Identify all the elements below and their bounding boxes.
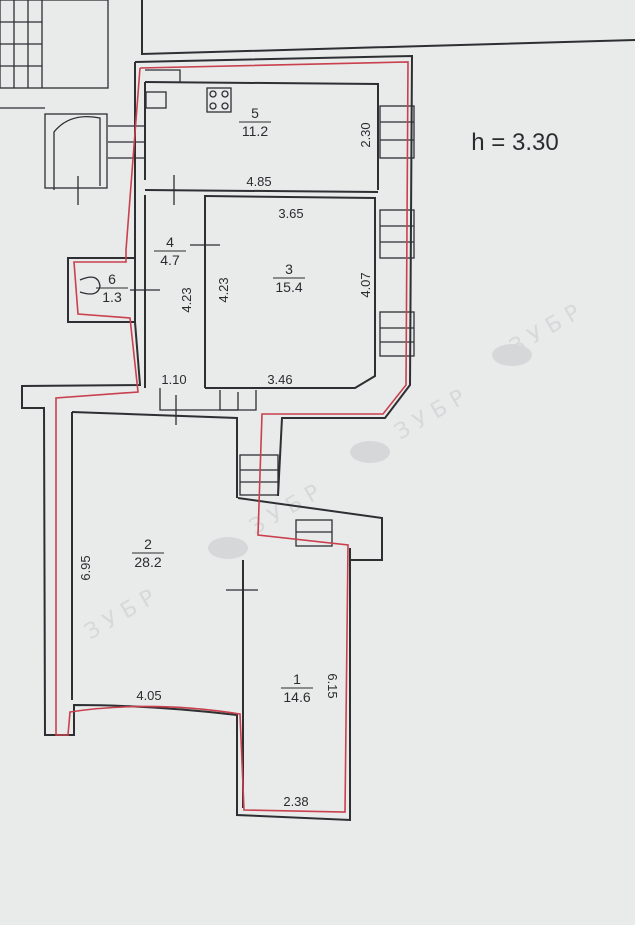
windows (108, 105, 415, 547)
exterior-walls (21, 54, 414, 822)
dimension-label: 6.15 (325, 673, 340, 698)
top-boundary-line (141, 0, 635, 56)
room-area: 15.4 (275, 279, 302, 295)
stove-icon (206, 87, 232, 113)
plan-labels: h = 3.30 1 14.6 2 28.2 3 15.4 4 4.7 5 11.2 6 1.3 4.85… (78, 105, 559, 809)
dimension-label: 2.30 (358, 122, 373, 147)
dimension-label: 2.38 (283, 794, 308, 809)
dimension-label: 4.85 (246, 174, 271, 189)
dimension-label: 1.10 (161, 372, 186, 387)
room-area: 28.2 (134, 554, 161, 570)
fixture-icon (53, 115, 101, 190)
room-number: 2 (144, 536, 152, 552)
dimension-label: 6.95 (78, 555, 93, 580)
room-number: 3 (285, 261, 293, 277)
interior-walls (144, 69, 379, 411)
door-marks (130, 175, 258, 591)
bison-logo-icon (208, 344, 532, 559)
neighbour-stair (0, 0, 109, 205)
sink-icon (145, 91, 167, 109)
room-number: 1 (293, 671, 301, 687)
ceiling-height-label: h = 3.30 (471, 129, 558, 156)
room-number: 6 (108, 271, 116, 287)
room-number: 4 (166, 234, 174, 250)
room-area: 14.6 (283, 689, 310, 705)
dimension-label: 4.05 (136, 688, 161, 703)
apartment-outline (55, 61, 409, 813)
dimension-label: 4.07 (358, 272, 373, 297)
room-area: 11.2 (242, 123, 268, 139)
room-area: 1.3 (102, 289, 122, 305)
dimension-label: 3.46 (267, 372, 292, 387)
room-area: 4.7 (160, 252, 180, 268)
dimension-label: 3.65 (278, 206, 303, 221)
watermark-text: З У Б Р (81, 585, 160, 645)
fixtures (79, 87, 232, 295)
toilet-icon (79, 276, 101, 295)
dimension-label: 4.23 (179, 287, 194, 312)
room-number: 5 (251, 105, 259, 121)
dimension-label: 4.23 (216, 277, 231, 302)
